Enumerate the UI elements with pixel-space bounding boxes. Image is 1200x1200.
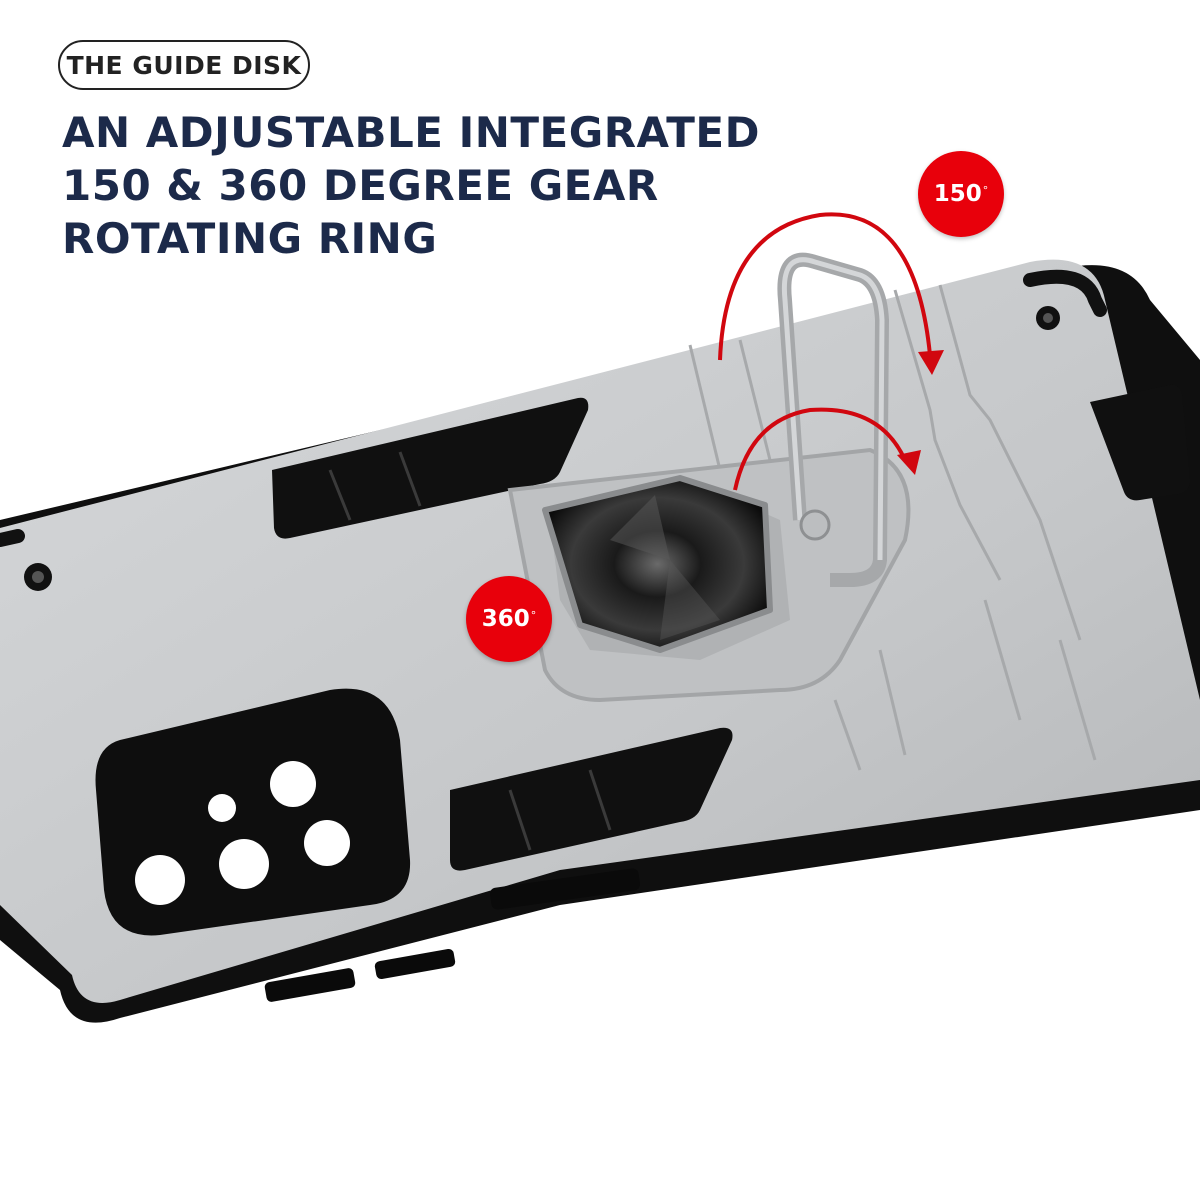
- badge-360-degree: 360°: [466, 576, 552, 662]
- kickstand-slot-lower: [450, 727, 733, 871]
- headline-line-2: 150 & 360 DEGREE GEAR: [62, 161, 659, 210]
- headline-line-1: AN ADJUSTABLE INTEGRATED: [62, 108, 760, 157]
- camera-cutout-image: [95, 688, 411, 936]
- ring-holder-image: [507, 252, 911, 703]
- corner-notch-top-right: [1023, 269, 1107, 317]
- badge-150-degree: 150°: [918, 151, 1004, 237]
- headline: AN ADJUSTABLE INTEGRATED 150 & 360 DEGRE…: [62, 106, 762, 265]
- headline-line-3: ROTATING RING: [62, 214, 438, 263]
- side-slot-right: [1090, 384, 1190, 501]
- kickstand-slot-upper: [272, 397, 589, 539]
- guide-disk-tag: THE GUIDE DISK: [58, 40, 310, 90]
- rotation-arrow-icon: [718, 212, 932, 491]
